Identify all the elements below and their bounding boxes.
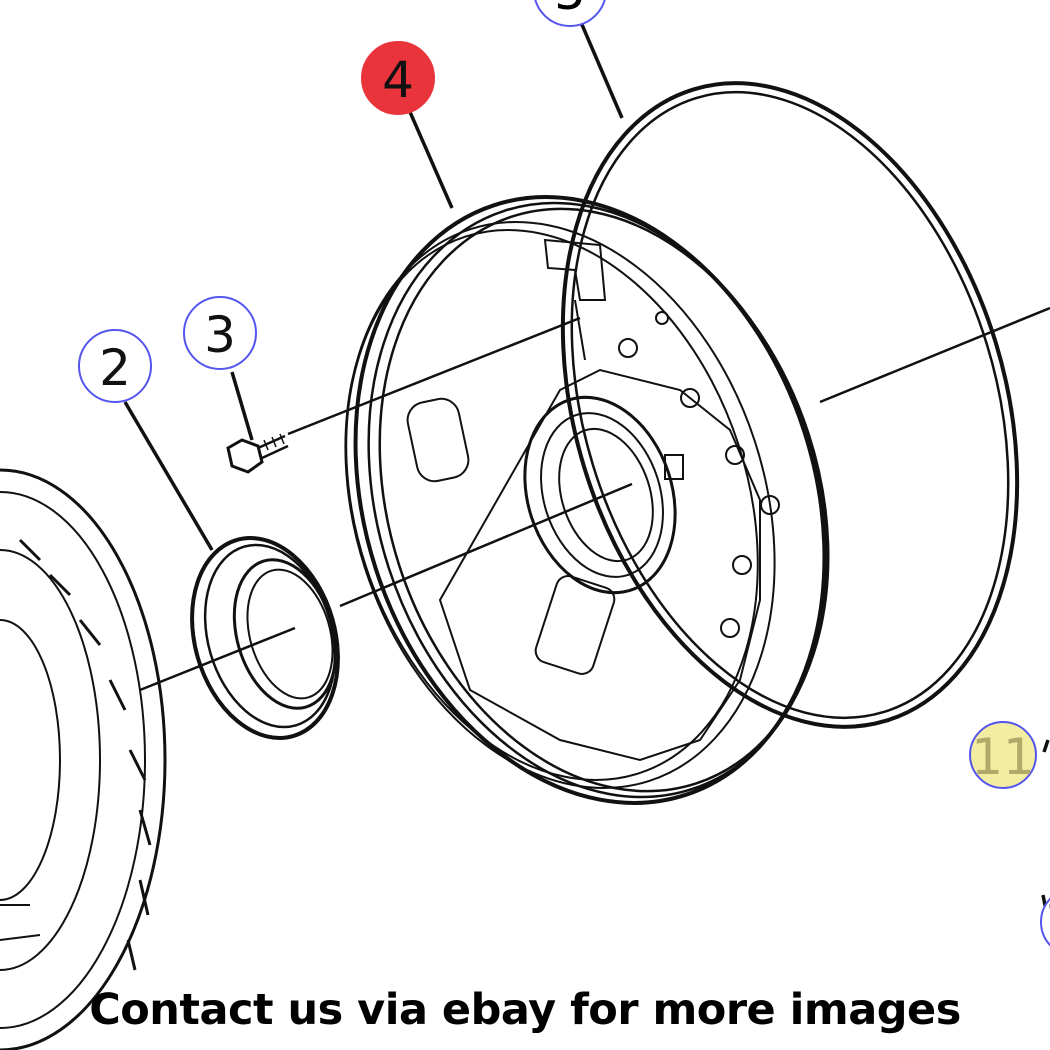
- assembly-axis-lines: [139, 306, 1050, 692]
- svg-text:2: 2: [99, 339, 131, 397]
- contact-caption: Contact us via ebay for more images: [89, 985, 961, 1035]
- svg-text:11: 11: [971, 728, 1035, 786]
- svg-text:4: 4: [382, 51, 414, 109]
- svg-text:5: 5: [554, 0, 586, 21]
- callout-2: 2: [78, 329, 152, 403]
- svg-text:3: 3: [204, 306, 236, 364]
- callout-3: 3: [183, 296, 257, 370]
- torque-converter-partial: [0, 468, 167, 1050]
- callout-4: 4: [361, 41, 435, 115]
- pump-cover-part-4: [344, 195, 830, 805]
- seal-part-2: [190, 536, 340, 740]
- leader-lines: [123, 19, 1050, 911]
- svg-text:1: 1: [1044, 893, 1050, 951]
- callout-partial-right: 1: [1040, 893, 1050, 951]
- callout-11: 11: [969, 721, 1037, 789]
- callout-5: 5: [534, 0, 606, 27]
- o-ring-part-5: [560, 81, 1020, 729]
- bolt-part-3: [226, 433, 289, 474]
